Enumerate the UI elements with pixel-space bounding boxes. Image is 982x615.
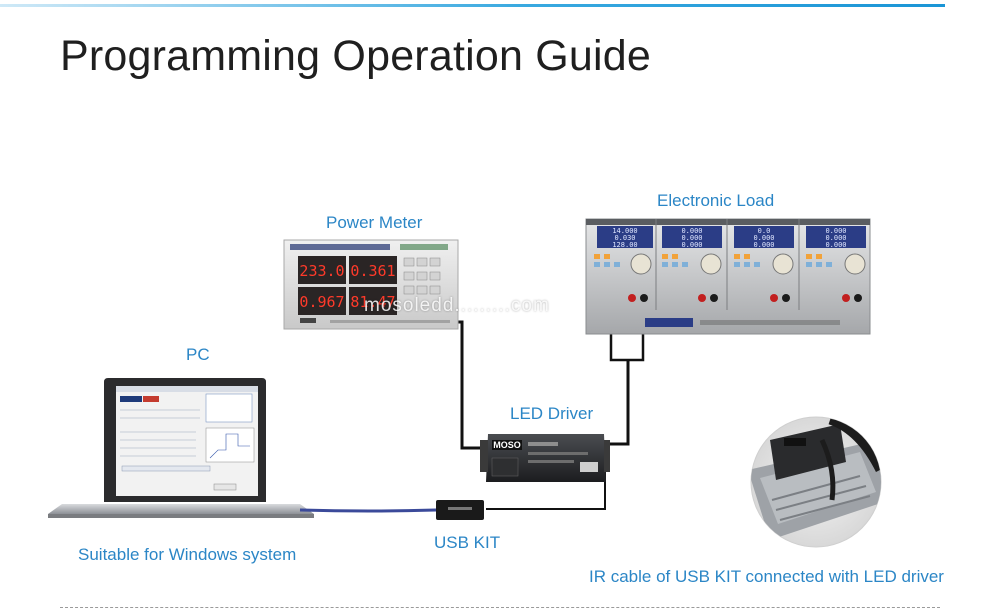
cable-meter-to-driver bbox=[458, 320, 490, 450]
driver-brand: MOSO bbox=[493, 440, 521, 450]
power-meter-device: 233.0 0.361 0.967 81.47 bbox=[283, 239, 459, 330]
ir-cable-inset bbox=[750, 416, 882, 548]
label-electronic-load: Electronic Load bbox=[657, 191, 775, 210]
laptop-pc bbox=[48, 378, 314, 518]
meter-reading-2: 0.361 bbox=[350, 262, 395, 280]
load-ch1-line1: 14.000 bbox=[612, 227, 637, 235]
label-led-driver: LED Driver bbox=[510, 404, 594, 423]
top-accent-bar bbox=[0, 4, 945, 7]
label-ir-cable: IR cable of USB KIT connected with LED d… bbox=[589, 567, 944, 586]
meter-reading-1: 233.0 bbox=[299, 262, 344, 280]
page-title: Programming Operation Guide bbox=[60, 32, 651, 80]
load-ch3-line2: 0.000 bbox=[753, 234, 774, 242]
label-usb-kit: USB KIT bbox=[434, 533, 501, 552]
cable-load-to-driver bbox=[600, 331, 645, 446]
load-ch1-line3: 128.00 bbox=[612, 241, 637, 249]
meter-reading-3: 0.967 bbox=[299, 293, 344, 311]
load-ch2-line2: 0.000 bbox=[681, 234, 702, 242]
load-ch1-line2: 0.030 bbox=[614, 234, 635, 242]
led-driver-device: MOSO bbox=[480, 434, 610, 482]
usb-cable bbox=[299, 508, 437, 513]
load-ch4-line3: 0.000 bbox=[825, 241, 846, 249]
load-ch3-line3: 0.000 bbox=[753, 241, 774, 249]
label-windows-support: Suitable for Windows system bbox=[78, 545, 297, 564]
bottom-divider bbox=[60, 607, 940, 608]
watermark: mosoledd.........com bbox=[364, 295, 550, 316]
load-ch2-line3: 0.000 bbox=[681, 241, 702, 249]
load-ch4-line2: 0.000 bbox=[825, 234, 846, 242]
usb-kit-device bbox=[436, 500, 484, 520]
load-ch3-line1: 0.0 bbox=[758, 227, 771, 235]
load-ch4-line1: 0.000 bbox=[825, 227, 846, 235]
electronic-load-device: 14.000 0.030 128.00 0.000 0.000 0.000 0.… bbox=[585, 218, 871, 335]
meter-reading-4: 81.47 bbox=[350, 293, 395, 311]
label-pc: PC bbox=[186, 345, 210, 364]
load-ch2-line1: 0.000 bbox=[681, 227, 702, 235]
label-power-meter: Power Meter bbox=[326, 213, 423, 232]
